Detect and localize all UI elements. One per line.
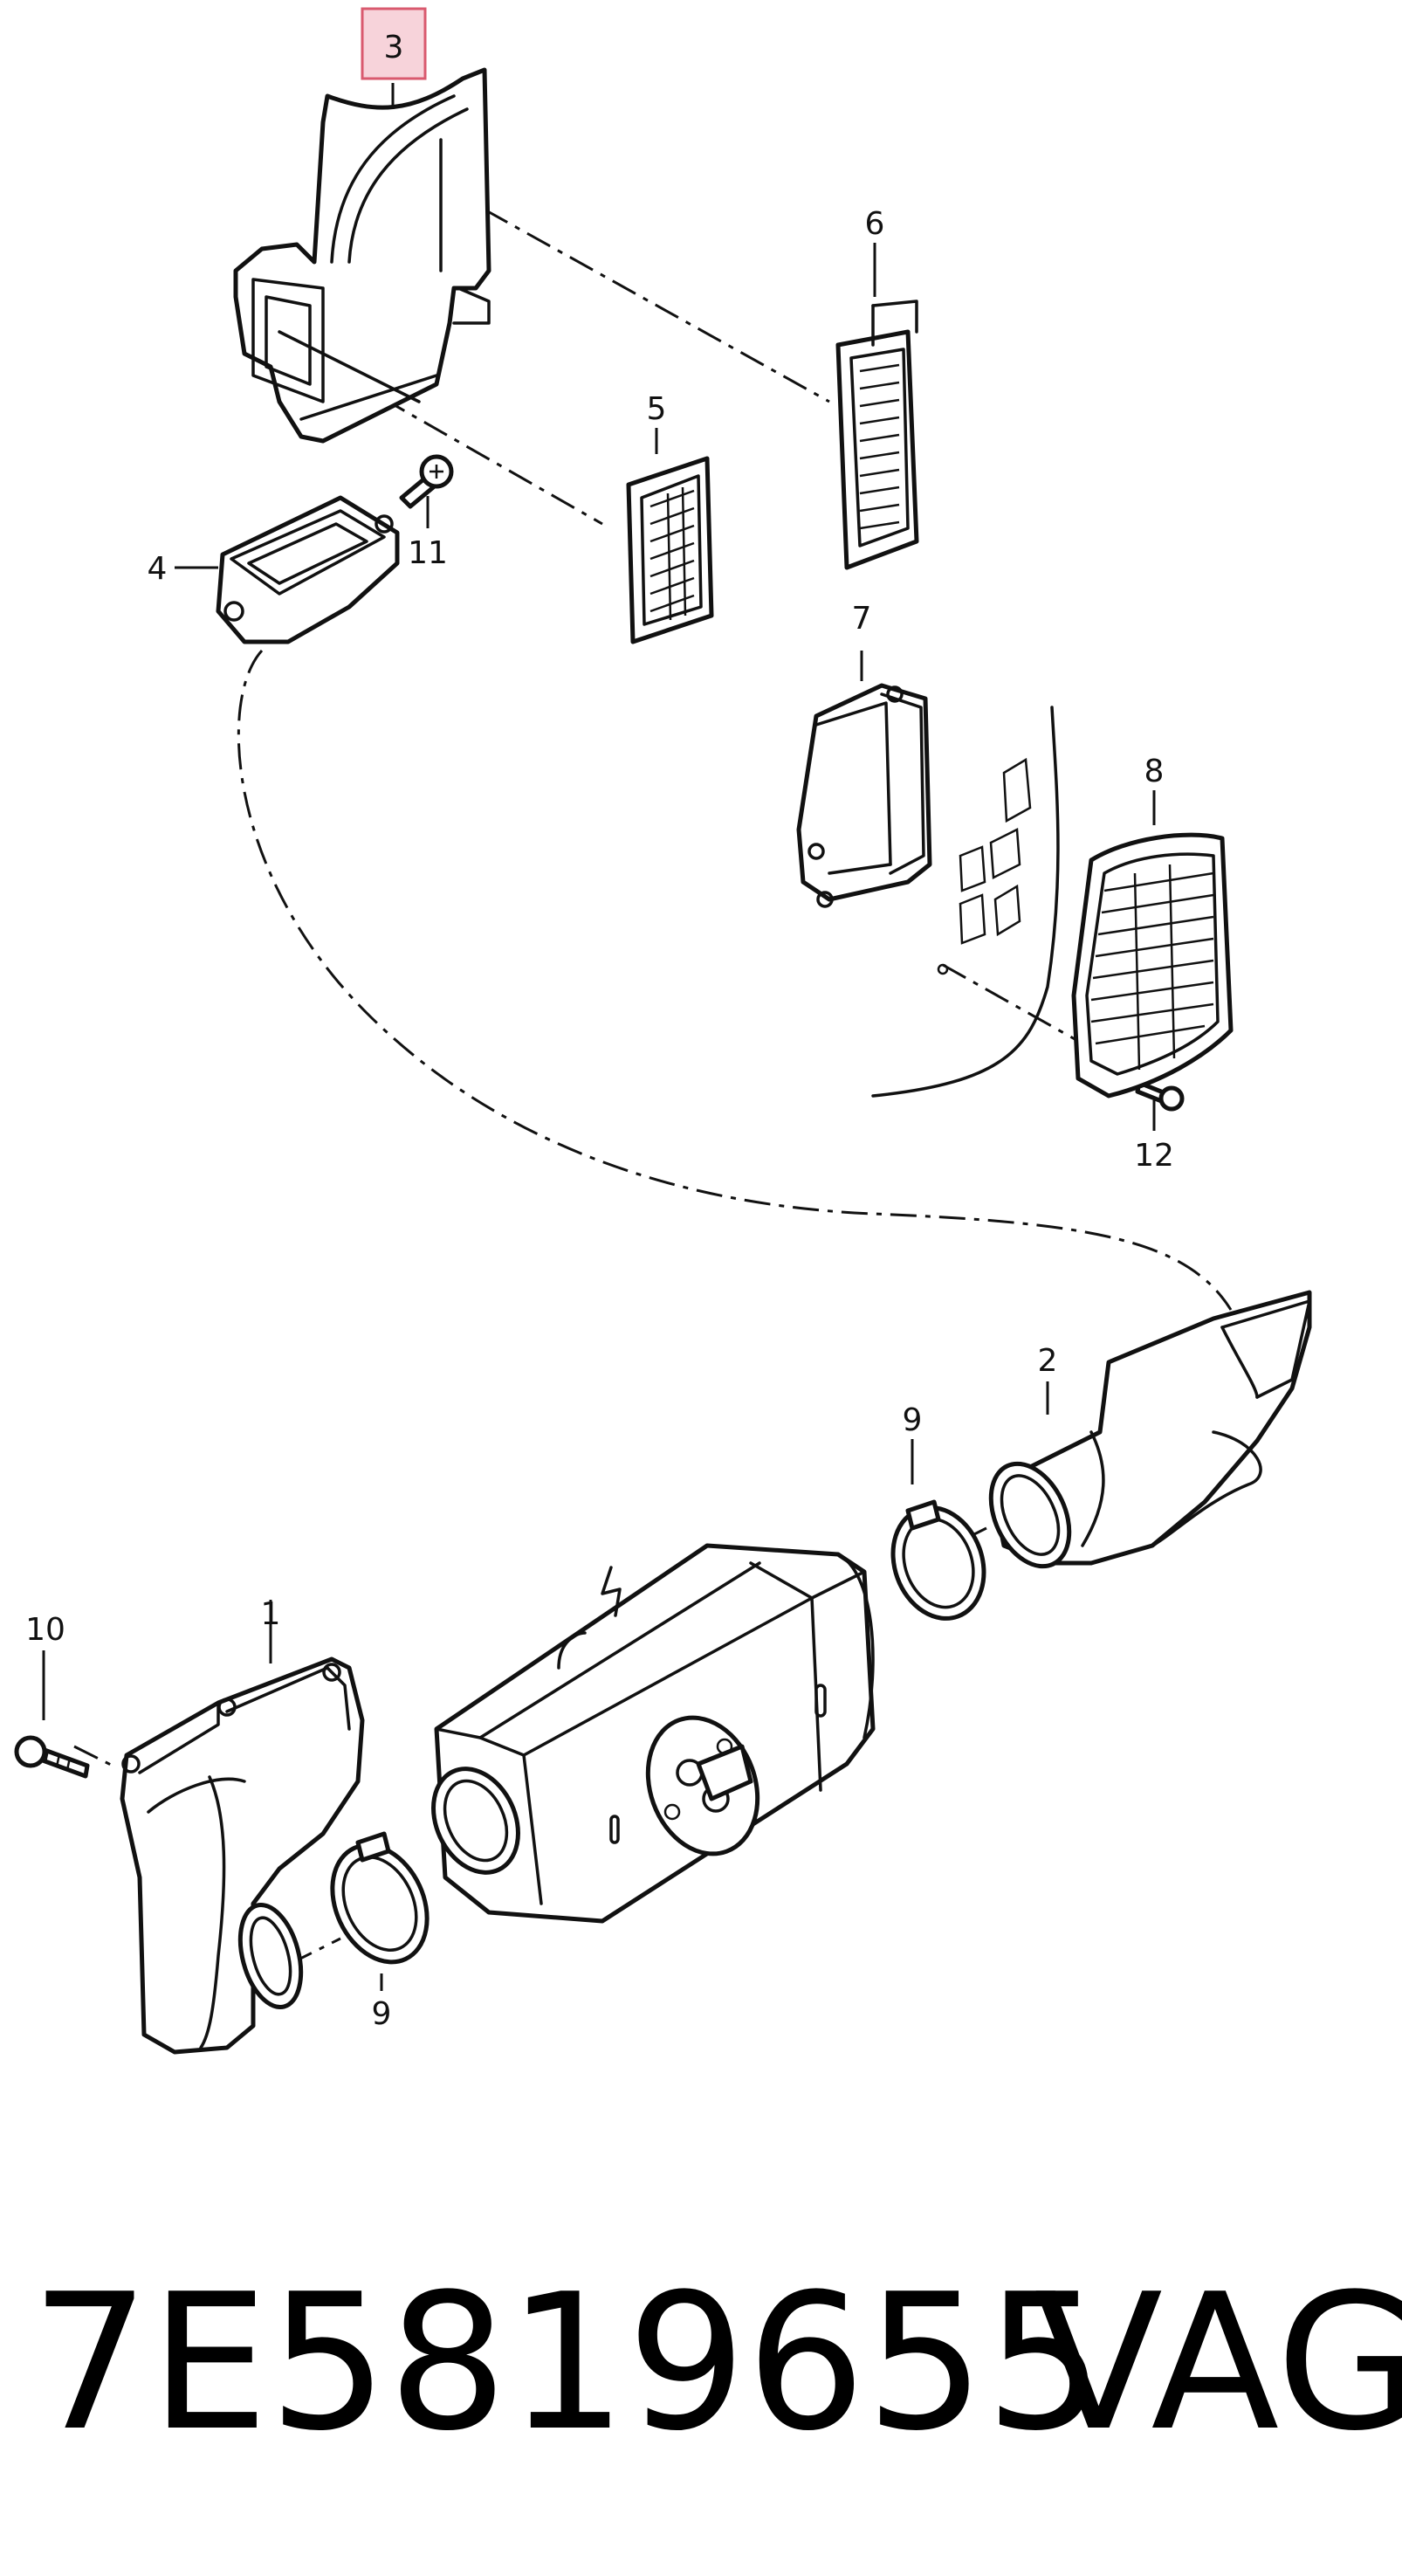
callout-2: 2 xyxy=(1038,1343,1058,1379)
part-6-grille xyxy=(835,300,919,570)
callout-6: 6 xyxy=(865,206,885,242)
callout-4: 4 xyxy=(148,551,168,587)
callout-9-lower: 9 xyxy=(372,1996,392,2032)
callout-9-upper: 9 xyxy=(903,1402,923,1438)
highlight-box xyxy=(361,7,427,80)
assembly-line-10-to-1 xyxy=(73,1745,119,1770)
part-12-screw xyxy=(1135,1080,1185,1112)
grille-slats xyxy=(859,363,900,530)
part-9-hose-clamp-lower xyxy=(330,1831,430,1965)
part-9-hose-clamp-upper xyxy=(890,1499,986,1621)
part-8-grille xyxy=(1071,832,1234,1099)
assembly-line-3-to-6 xyxy=(484,208,830,403)
callout-3: 3 xyxy=(384,30,404,65)
callout-7: 7 xyxy=(852,601,872,637)
grille-slats xyxy=(1090,864,1214,1071)
callout-3-highlighted: 3 xyxy=(361,7,427,80)
part-1-outlet-duct xyxy=(120,1656,365,2055)
callout-12: 12 xyxy=(1134,1138,1174,1174)
part-3-air-duct xyxy=(233,67,491,444)
assembly-line-4-to-2 xyxy=(237,649,1233,1311)
heater-unit xyxy=(431,1543,876,1924)
brand-label: VAG xyxy=(1034,2253,1402,2472)
part-7-vent-housing xyxy=(796,683,932,908)
callout-10: 10 xyxy=(25,1612,65,1648)
part-11-screw xyxy=(399,454,454,509)
part-number: 7E5819655 xyxy=(31,2253,1104,2472)
callout-11: 11 xyxy=(408,535,448,571)
leader-lines xyxy=(42,83,1156,1991)
part-2-intake-duct xyxy=(988,1290,1312,1569)
callout-5: 5 xyxy=(647,391,667,427)
callout-1: 1 xyxy=(261,1596,281,1632)
callout-8: 8 xyxy=(1144,754,1165,789)
body-panel xyxy=(871,706,1060,1098)
part-5-vent xyxy=(626,456,714,644)
part-10-screw xyxy=(14,1735,90,1779)
part-4-adapter xyxy=(216,495,400,644)
